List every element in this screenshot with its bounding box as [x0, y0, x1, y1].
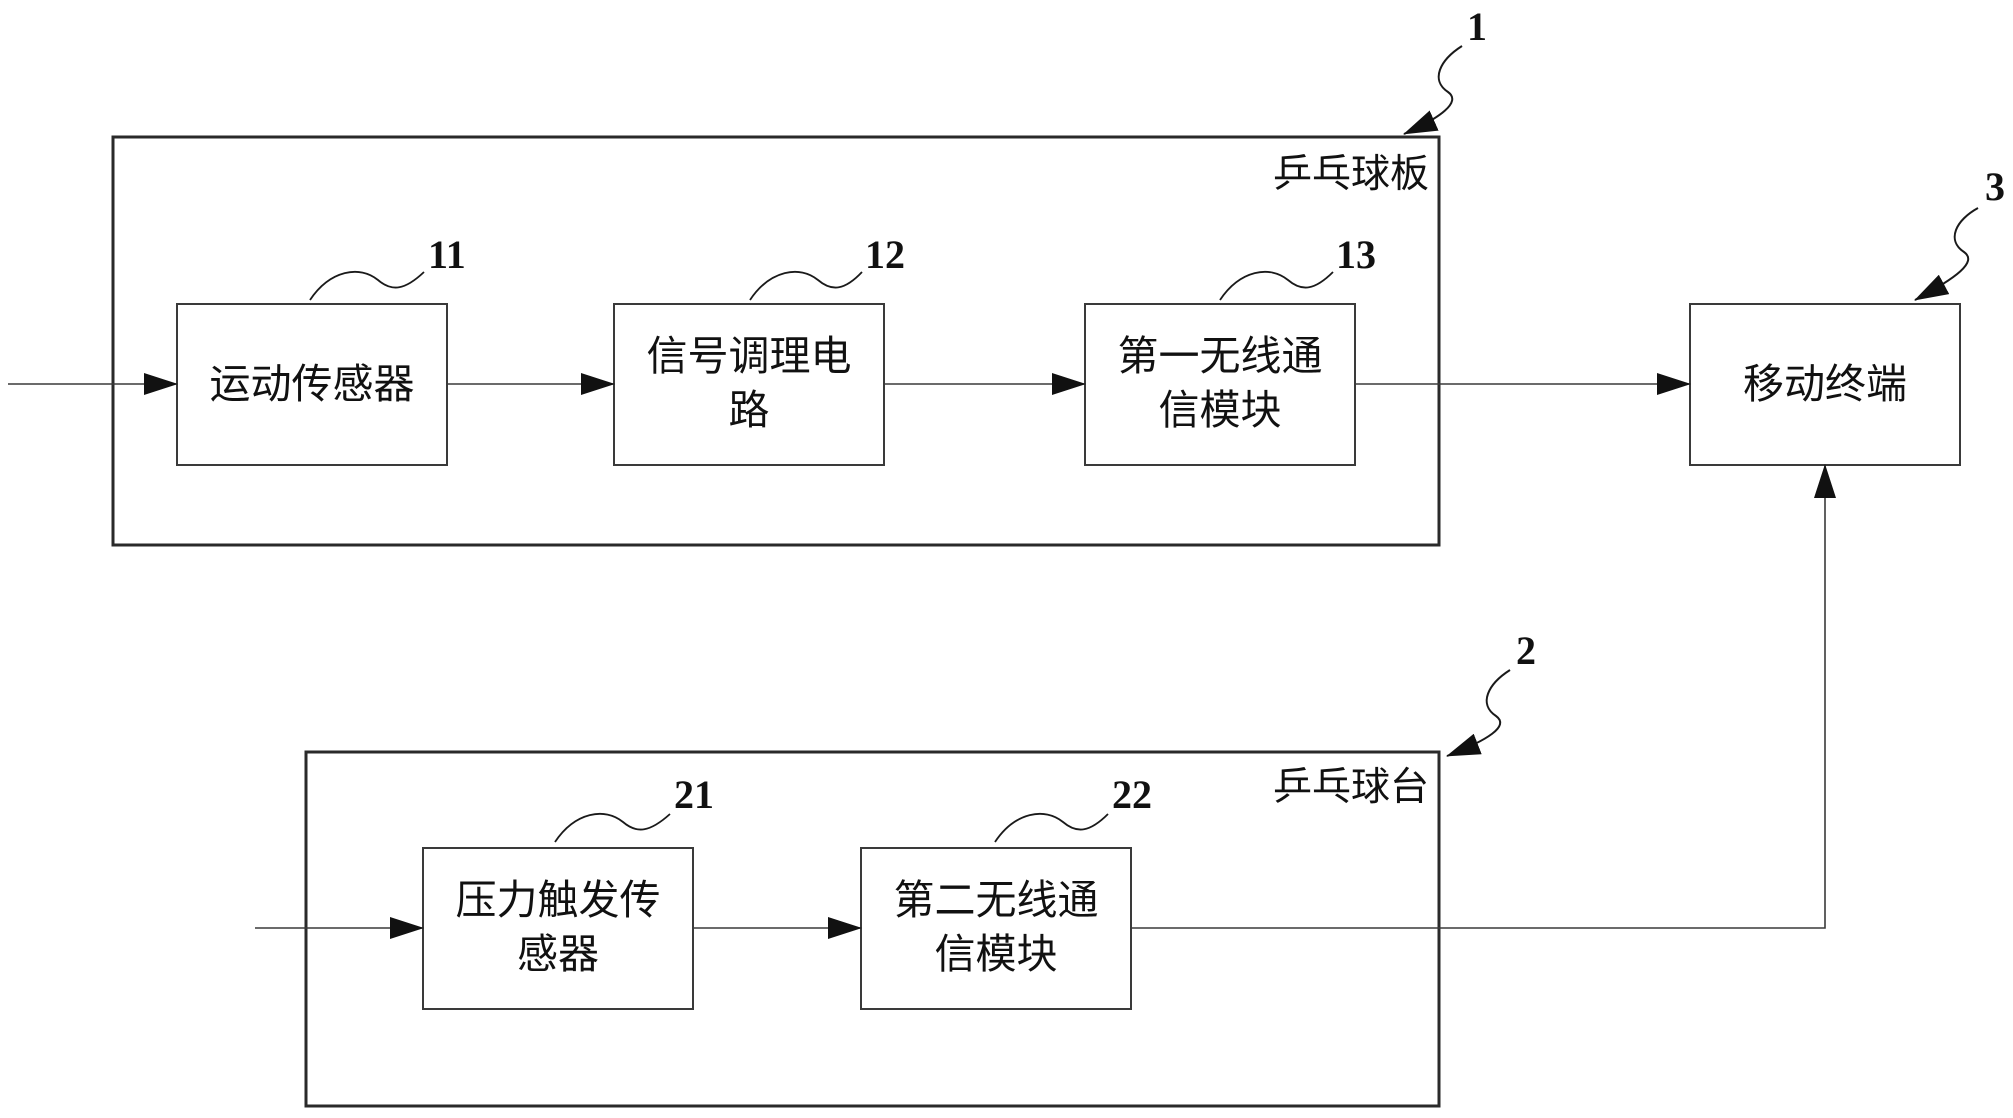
- paddle-ref-number: 1: [1467, 4, 1487, 49]
- table-group-label: 乒乓球台: [1273, 765, 1429, 810]
- pressure-sensor-block: [423, 848, 693, 1009]
- motion-sensor-ref-tilde: [310, 272, 424, 300]
- wireless-module-1-ref-tilde: [1220, 272, 1333, 300]
- signal-conditioning-label-line1: 信号调理电: [647, 332, 852, 380]
- pressure-sensor-label-line1: 压力触发传: [456, 876, 661, 924]
- wireless-module-2-label-line2: 信模块: [935, 930, 1058, 978]
- wireless-module-1-label-line2: 信模块: [1159, 386, 1282, 434]
- wireless-module-2-label-line1: 第二无线通: [894, 876, 1099, 924]
- signal-conditioning-ref-tilde: [750, 272, 862, 300]
- signal-conditioning-ref: 12: [865, 232, 905, 277]
- table-ref-leader: [1447, 670, 1510, 756]
- table-ref-number: 2: [1516, 628, 1536, 673]
- pressure-sensor-ref: 21: [674, 772, 714, 817]
- signal-conditioning-block: [614, 304, 884, 465]
- wireless-module-2-block: [861, 848, 1131, 1009]
- wireless-module-1-block: [1085, 304, 1355, 465]
- pressure-sensor-ref-tilde: [555, 814, 670, 842]
- mobile-terminal-label: 移动终端: [1743, 360, 1907, 408]
- wireless-module-2-ref: 22: [1112, 772, 1152, 817]
- wireless-module-1-label-line1: 第一无线通: [1118, 332, 1323, 380]
- pressure-sensor-label-line2: 感器: [517, 930, 599, 978]
- wireless-module-2-ref-tilde: [995, 814, 1108, 842]
- wireless-module-1-ref: 13: [1336, 232, 1376, 277]
- arrow-wireless2-to-mobile: [1131, 465, 1825, 928]
- signal-conditioning-label-line2: 路: [729, 386, 770, 434]
- mobile-ref-leader: [1915, 208, 1978, 300]
- motion-sensor-ref: 11: [428, 232, 466, 277]
- motion-sensor-label: 运动传感器: [210, 360, 415, 408]
- paddle-group-label: 乒乓球板: [1273, 152, 1429, 197]
- mobile-ref-number: 3: [1985, 164, 2005, 209]
- paddle-ref-leader: [1404, 46, 1462, 134]
